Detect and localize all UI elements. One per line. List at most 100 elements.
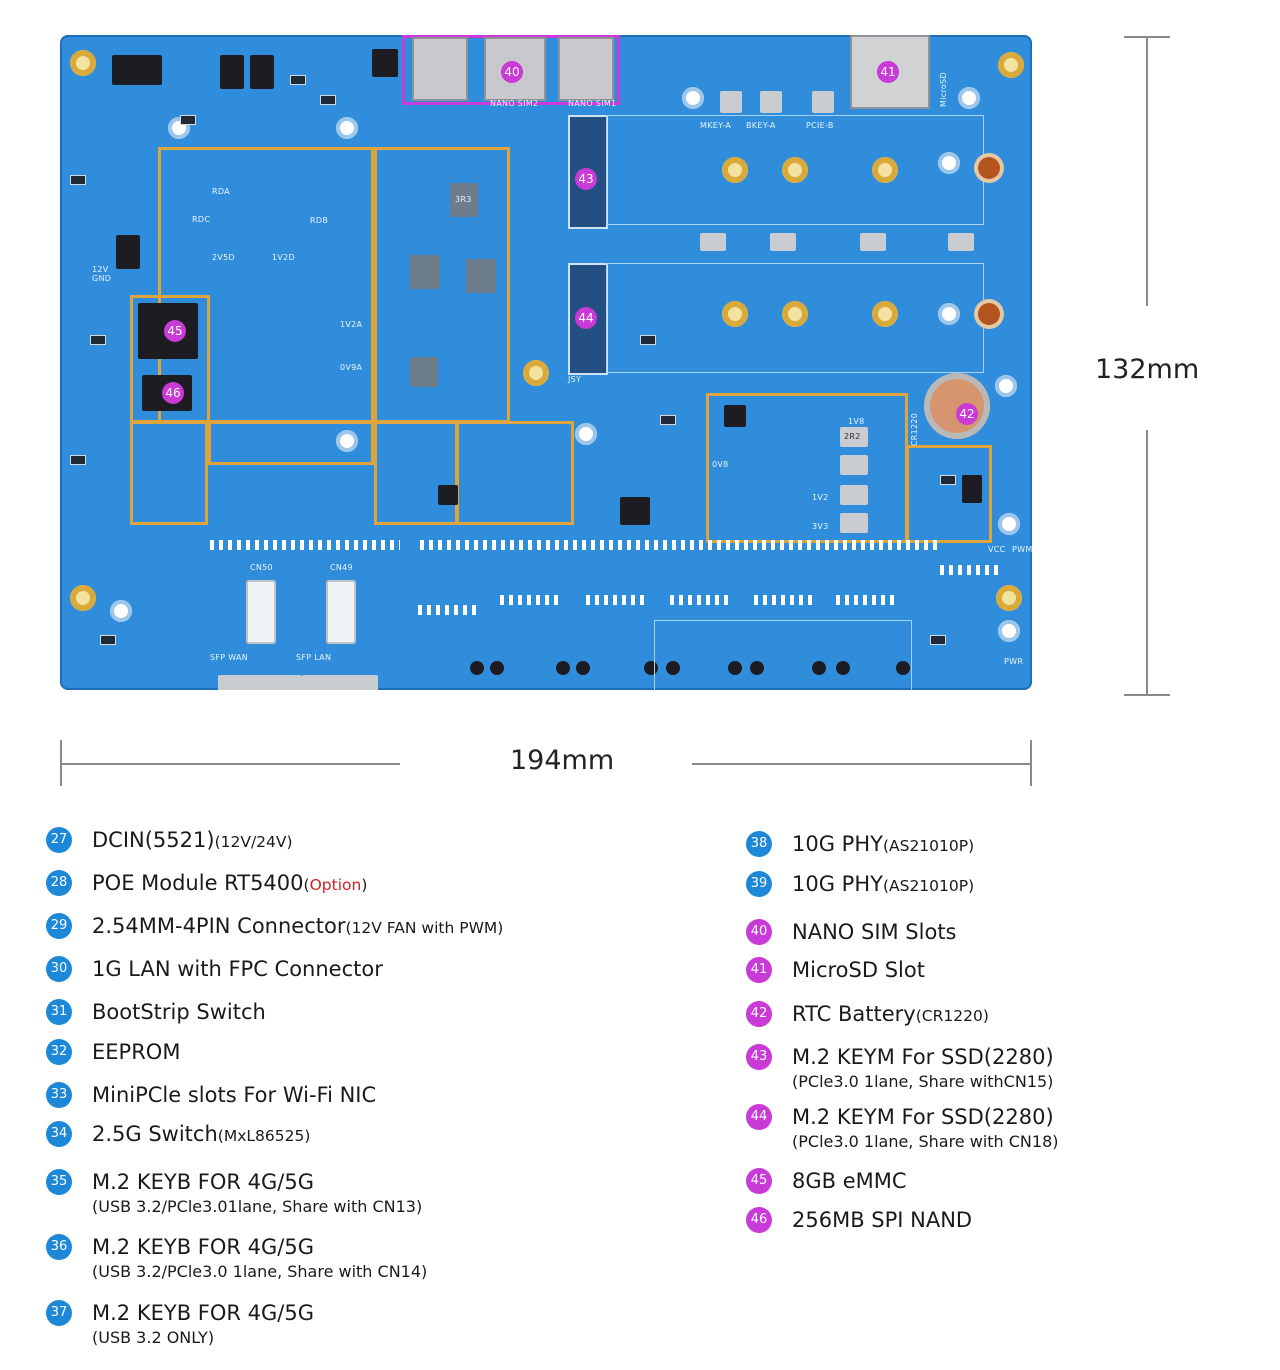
pad-row — [940, 565, 1000, 575]
via-hole — [336, 117, 358, 139]
inductor — [720, 91, 742, 113]
zone-rtc — [906, 445, 992, 543]
pad-row — [210, 540, 400, 550]
height-dimension-line-upper — [1146, 36, 1148, 306]
legend-item: 29 2.54MM-4PIN Connector(12V FAN with PW… — [46, 912, 503, 942]
legend-text: 1G LAN with FPC Connector — [92, 957, 383, 981]
legend-text: 8GB eMMC — [792, 1169, 907, 1193]
inductor — [840, 513, 868, 533]
width-dimension-right-cap — [1030, 740, 1032, 786]
height-dimension-bottom-cap — [1124, 694, 1170, 696]
silk-rdc: RDC — [192, 215, 211, 224]
legend-text: 256MB SPI NAND — [792, 1208, 973, 1232]
zone-lower-mid — [208, 421, 374, 465]
smd-part — [70, 175, 86, 185]
legend-item: 32 EEPROM — [46, 1038, 180, 1066]
via-hole — [682, 87, 704, 109]
option-label: Option — [309, 876, 362, 894]
silk-3r3: 3R3 — [455, 195, 472, 204]
silk-0v9a: 0V9A — [340, 363, 363, 372]
mounting-hole — [70, 585, 96, 611]
legend-text: NANO SIM Slots — [792, 920, 957, 944]
legend-text: POE Module RT5400(Option) — [92, 871, 368, 895]
inductor — [410, 255, 440, 289]
sim-tray — [558, 37, 614, 101]
legend-number: 45 — [746, 1168, 772, 1194]
legend-item: 42 RTC Battery(CR1220) — [746, 1000, 989, 1030]
pcie-outline — [654, 620, 912, 690]
legend-number: 34 — [46, 1121, 72, 1147]
smd-part — [70, 455, 86, 465]
callout-badge: 45 — [164, 320, 186, 342]
legend-number: 37 — [46, 1300, 72, 1326]
legend-number: 28 — [46, 870, 72, 896]
led — [470, 661, 484, 675]
legend-item: 27 DCIN(5521)(12V/24V) — [46, 826, 293, 856]
silk-bkey-a: BKEY-A — [746, 121, 776, 130]
legend-number: 40 — [746, 919, 772, 945]
height-dimension-label: 132mm — [1095, 354, 1200, 385]
inductor — [840, 455, 868, 475]
silk-nano-sim2: NANO SIM2 — [490, 99, 539, 108]
mounting-hole — [872, 157, 898, 183]
legend-number: 31 — [46, 999, 72, 1025]
legend-number: 32 — [46, 1039, 72, 1065]
legend-number: 42 — [746, 1001, 772, 1027]
pad-row — [670, 595, 730, 605]
led — [490, 661, 504, 675]
pad-row — [420, 540, 940, 550]
led — [836, 661, 850, 675]
legend-item: 45 8GB eMMC — [746, 1167, 907, 1195]
callout-badge: 40 — [501, 61, 523, 83]
legend-number: 44 — [746, 1104, 772, 1130]
sim-tray — [484, 37, 546, 101]
smd-part — [660, 415, 676, 425]
legend-subtext: (USB 3.2/PCle3.01lane, Share with CN13) — [92, 1197, 423, 1216]
smd-part — [940, 475, 956, 485]
led — [812, 661, 826, 675]
callout-badge: 41 — [877, 61, 899, 83]
legend-item: 33 MiniPCle slots For Wi-Fi NIC — [46, 1081, 376, 1109]
silk-sfp-wan: SFP WAN — [210, 653, 249, 662]
legend-subtext: (PCle3.0 1lane, Share with CN18) — [792, 1132, 1059, 1151]
silk-mkey-a: MKEY-A — [700, 121, 732, 130]
mounting-hole — [872, 301, 898, 327]
legend-item: 46 256MB SPI NAND — [746, 1206, 972, 1234]
silk-pwm: PWM — [1012, 545, 1032, 554]
legend-number: 43 — [746, 1044, 772, 1070]
silk-1v8: 1V8 — [848, 417, 865, 426]
inductor — [860, 233, 886, 251]
legend-text: RTC Battery(CR1220) — [792, 1002, 989, 1026]
smd-part — [90, 335, 106, 345]
inductor — [450, 183, 478, 217]
inductor — [948, 233, 974, 251]
legend-number: 46 — [746, 1207, 772, 1233]
mounting-hole — [70, 50, 96, 76]
inductor — [700, 233, 726, 251]
via-hole — [958, 87, 980, 109]
led — [750, 661, 764, 675]
mounting-hole — [722, 301, 748, 327]
chip — [372, 49, 398, 77]
pcb-board: 40 NANO SIM2 NANO SIM1 41 MicroSD MKEY-A… — [60, 35, 1032, 690]
zone-lower-power — [374, 421, 458, 525]
via-hole — [998, 620, 1020, 642]
via-hole — [938, 303, 960, 325]
via-hole — [938, 152, 960, 174]
legend-number: 27 — [46, 827, 72, 853]
width-dimension-label: 194mm — [510, 745, 615, 776]
via-hole — [336, 430, 358, 452]
legend-number: 41 — [746, 957, 772, 983]
callout-badge: 43 — [575, 168, 597, 190]
legend-item: 34 2.5G Switch(MxL86525) — [46, 1120, 310, 1150]
pad-row — [754, 595, 814, 605]
silk-rda: RDA — [212, 187, 230, 196]
silk-1v2d: 1V2D — [272, 253, 296, 262]
legend-subtext: (PCle3.0 1lane, Share withCN15) — [792, 1072, 1054, 1091]
legend-text: 2.54MM-4PIN Connector(12V FAN with PWM) — [92, 914, 504, 938]
callout-badge: 42 — [956, 403, 978, 425]
legend-text: DCIN(5521)(12V/24V) — [92, 828, 293, 852]
silk-2r2: 2R2 — [844, 432, 861, 441]
silk-pwr: PWR — [1004, 657, 1024, 666]
legend-item: 36 M.2 KEYB FOR 4G/5G (USB 3.2/PCle3.0 1… — [46, 1233, 427, 1283]
